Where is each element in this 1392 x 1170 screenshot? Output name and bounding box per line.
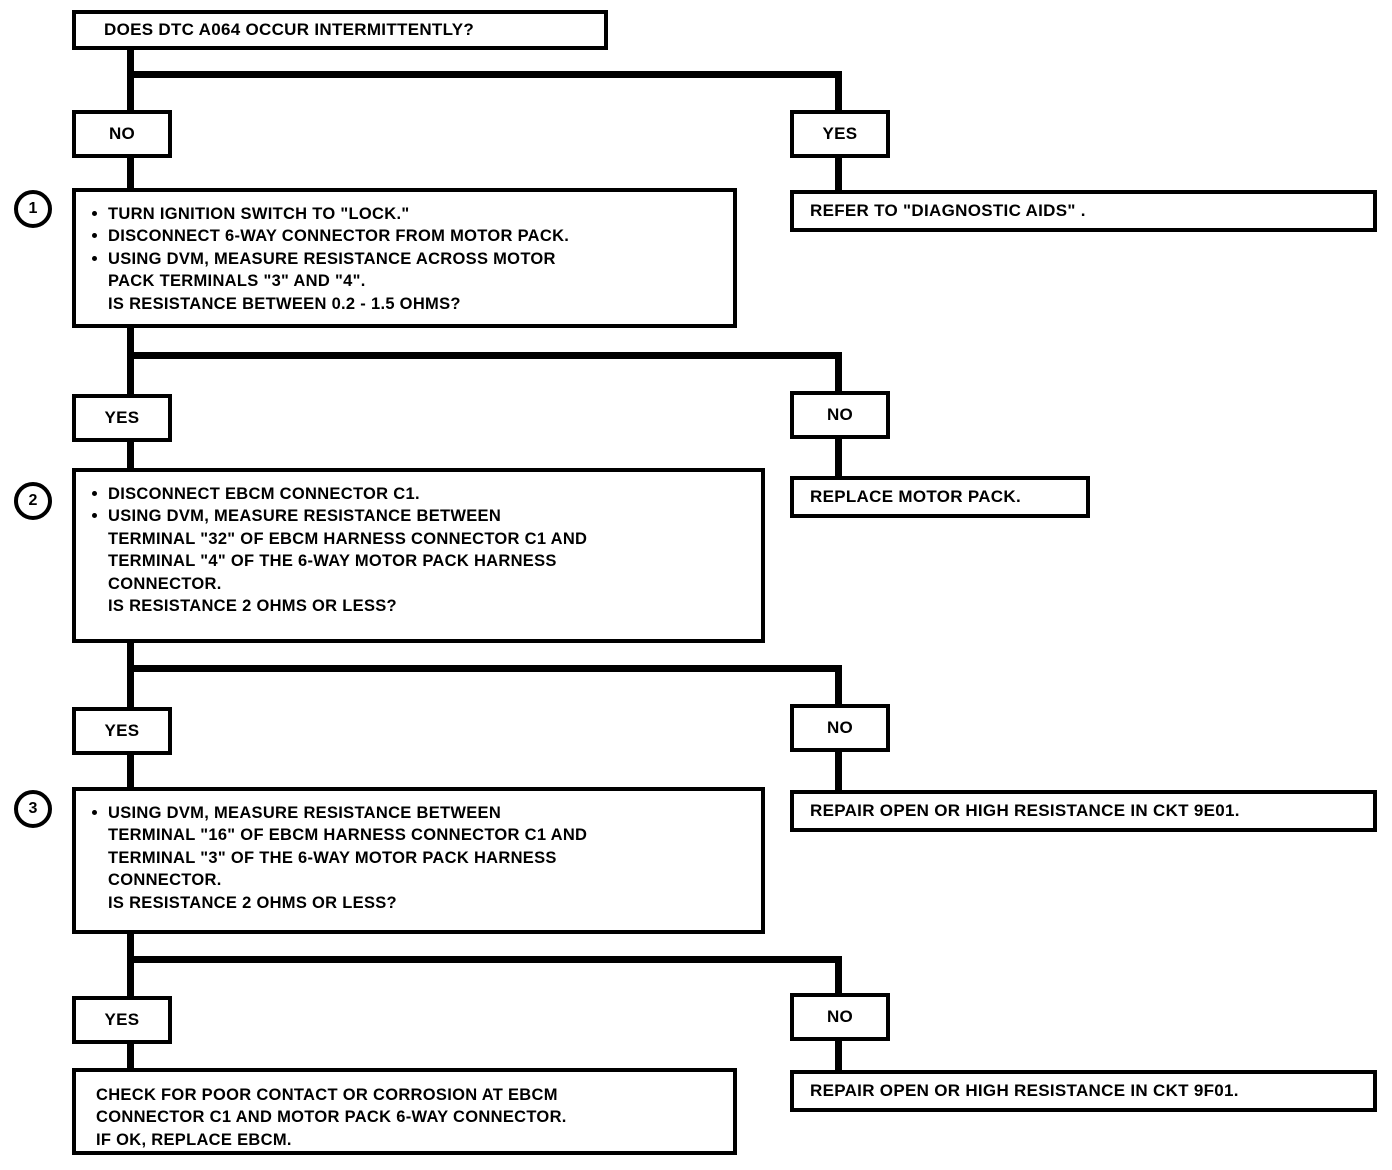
step-box-2-bullet-1: DISCONNECT EBCM CONNECTOR C1. xyxy=(90,483,749,505)
decision-level4-yes[interactable]: YES xyxy=(72,996,172,1044)
connector-level4-no-stem xyxy=(835,1041,842,1070)
connector-level2-bar xyxy=(127,352,842,359)
connector-level3-right-drop xyxy=(835,665,842,707)
connector-level1-bar xyxy=(127,71,842,78)
step-box-1-bullet-3: USING DVM, MEASURE RESISTANCE ACROSS MOT… xyxy=(90,248,721,315)
action-box-repair-ckt-9f01: REPAIR OPEN OR HIGH RESISTANCE IN CKT 9F… xyxy=(790,1070,1377,1112)
connector-level1-no-stem xyxy=(127,158,134,191)
decision-level1-yes[interactable]: YES xyxy=(790,110,890,158)
action-box-refer-diagnostic-aids-text: REFER TO "DIAGNOSTIC AIDS" . xyxy=(810,201,1086,220)
connector-level1-yes-stem xyxy=(835,158,842,191)
action-box-replace-motor-pack: REPLACE MOTOR PACK. xyxy=(790,476,1090,518)
decision-level3-yes[interactable]: YES xyxy=(72,707,172,755)
connector-level1-right-drop xyxy=(835,71,842,113)
action-box-repair-ckt-9f01-text: REPAIR OPEN OR HIGH RESISTANCE IN CKT 9F… xyxy=(810,1081,1239,1100)
decision-level2-no-label: NO xyxy=(826,405,854,424)
connector-level3-yes-stem xyxy=(127,755,134,788)
connector-level2-right-drop xyxy=(835,352,842,394)
decision-level4-yes-label: YES xyxy=(104,1010,140,1029)
action-box-repair-ckt-9e01-text: REPAIR OPEN OR HIGH RESISTANCE IN CKT 9E… xyxy=(810,801,1240,820)
connector-level3-bar xyxy=(127,665,842,672)
action-box-check-poor-contact: CHECK FOR POOR CONTACT OR CORROSION AT E… xyxy=(72,1068,737,1155)
connector-level3-left-drop xyxy=(127,665,134,707)
connector-level4-bar xyxy=(127,956,842,963)
connector-level1-left-drop xyxy=(127,71,134,113)
step-box-3: USING DVM, MEASURE RESISTANCE BETWEEN TE… xyxy=(72,787,765,934)
connector-level2-stem xyxy=(127,328,134,356)
connector-title-stem xyxy=(127,50,134,78)
decision-level4-no-label: NO xyxy=(826,1007,854,1026)
step-number-3-label: 3 xyxy=(28,800,38,817)
action-box-replace-motor-pack-text: REPLACE MOTOR PACK. xyxy=(810,487,1021,506)
decision-level2-yes-label: YES xyxy=(104,408,140,427)
connector-level4-right-drop xyxy=(835,956,842,998)
action-box-check-poor-contact-text: CHECK FOR POOR CONTACT OR CORROSION AT E… xyxy=(96,1086,567,1149)
connector-level2-yes-stem xyxy=(127,442,134,471)
decision-level1-yes-label: YES xyxy=(822,124,858,143)
step-box-1-list: TURN IGNITION SWITCH TO "LOCK." DISCONNE… xyxy=(90,203,721,315)
connector-level2-left-drop xyxy=(127,352,134,394)
step-box-3-list: USING DVM, MEASURE RESISTANCE BETWEEN TE… xyxy=(90,802,749,914)
connector-level4-left-drop xyxy=(127,956,134,998)
step-number-2: 2 xyxy=(14,482,52,520)
connector-level4-stem xyxy=(127,934,134,962)
decision-level2-yes[interactable]: YES xyxy=(72,394,172,442)
step-number-1: 1 xyxy=(14,190,52,228)
step-number-3: 3 xyxy=(14,790,52,828)
step-box-2: DISCONNECT EBCM CONNECTOR C1. USING DVM,… xyxy=(72,468,765,643)
step-box-3-bullet-1: USING DVM, MEASURE RESISTANCE BETWEEN TE… xyxy=(90,802,749,914)
decision-level3-no-label: NO xyxy=(826,718,854,737)
connector-level2-no-stem xyxy=(835,439,842,476)
step-box-1-bullet-2: DISCONNECT 6-WAY CONNECTOR FROM MOTOR PA… xyxy=(90,225,721,247)
decision-level2-no[interactable]: NO xyxy=(790,391,890,439)
decision-level1-no-label: NO xyxy=(108,124,136,143)
step-box-1: TURN IGNITION SWITCH TO "LOCK." DISCONNE… xyxy=(72,188,737,328)
action-box-refer-diagnostic-aids: REFER TO "DIAGNOSTIC AIDS" . xyxy=(790,190,1377,232)
decision-level1-no[interactable]: NO xyxy=(72,110,172,158)
decision-level4-no[interactable]: NO xyxy=(790,993,890,1041)
connector-level3-no-stem xyxy=(835,752,842,790)
step-number-2-label: 2 xyxy=(28,492,38,509)
connector-level4-yes-stem xyxy=(127,1044,134,1070)
decision-level3-yes-label: YES xyxy=(104,721,140,740)
step-box-2-list: DISCONNECT EBCM CONNECTOR C1. USING DVM,… xyxy=(90,483,749,618)
step-box-1-bullet-1: TURN IGNITION SWITCH TO "LOCK." xyxy=(90,203,721,225)
step-box-2-bullet-2: USING DVM, MEASURE RESISTANCE BETWEEN TE… xyxy=(90,505,749,617)
connector-level3-stem xyxy=(127,643,134,671)
decision-level3-no[interactable]: NO xyxy=(790,704,890,752)
action-box-repair-ckt-9e01: REPAIR OPEN OR HIGH RESISTANCE IN CKT 9E… xyxy=(790,790,1377,832)
title-box-text: DOES DTC A064 OCCUR INTERMITTENTLY? xyxy=(104,20,475,39)
step-number-1-label: 1 xyxy=(28,200,38,217)
title-box: DOES DTC A064 OCCUR INTERMITTENTLY? xyxy=(72,10,608,50)
